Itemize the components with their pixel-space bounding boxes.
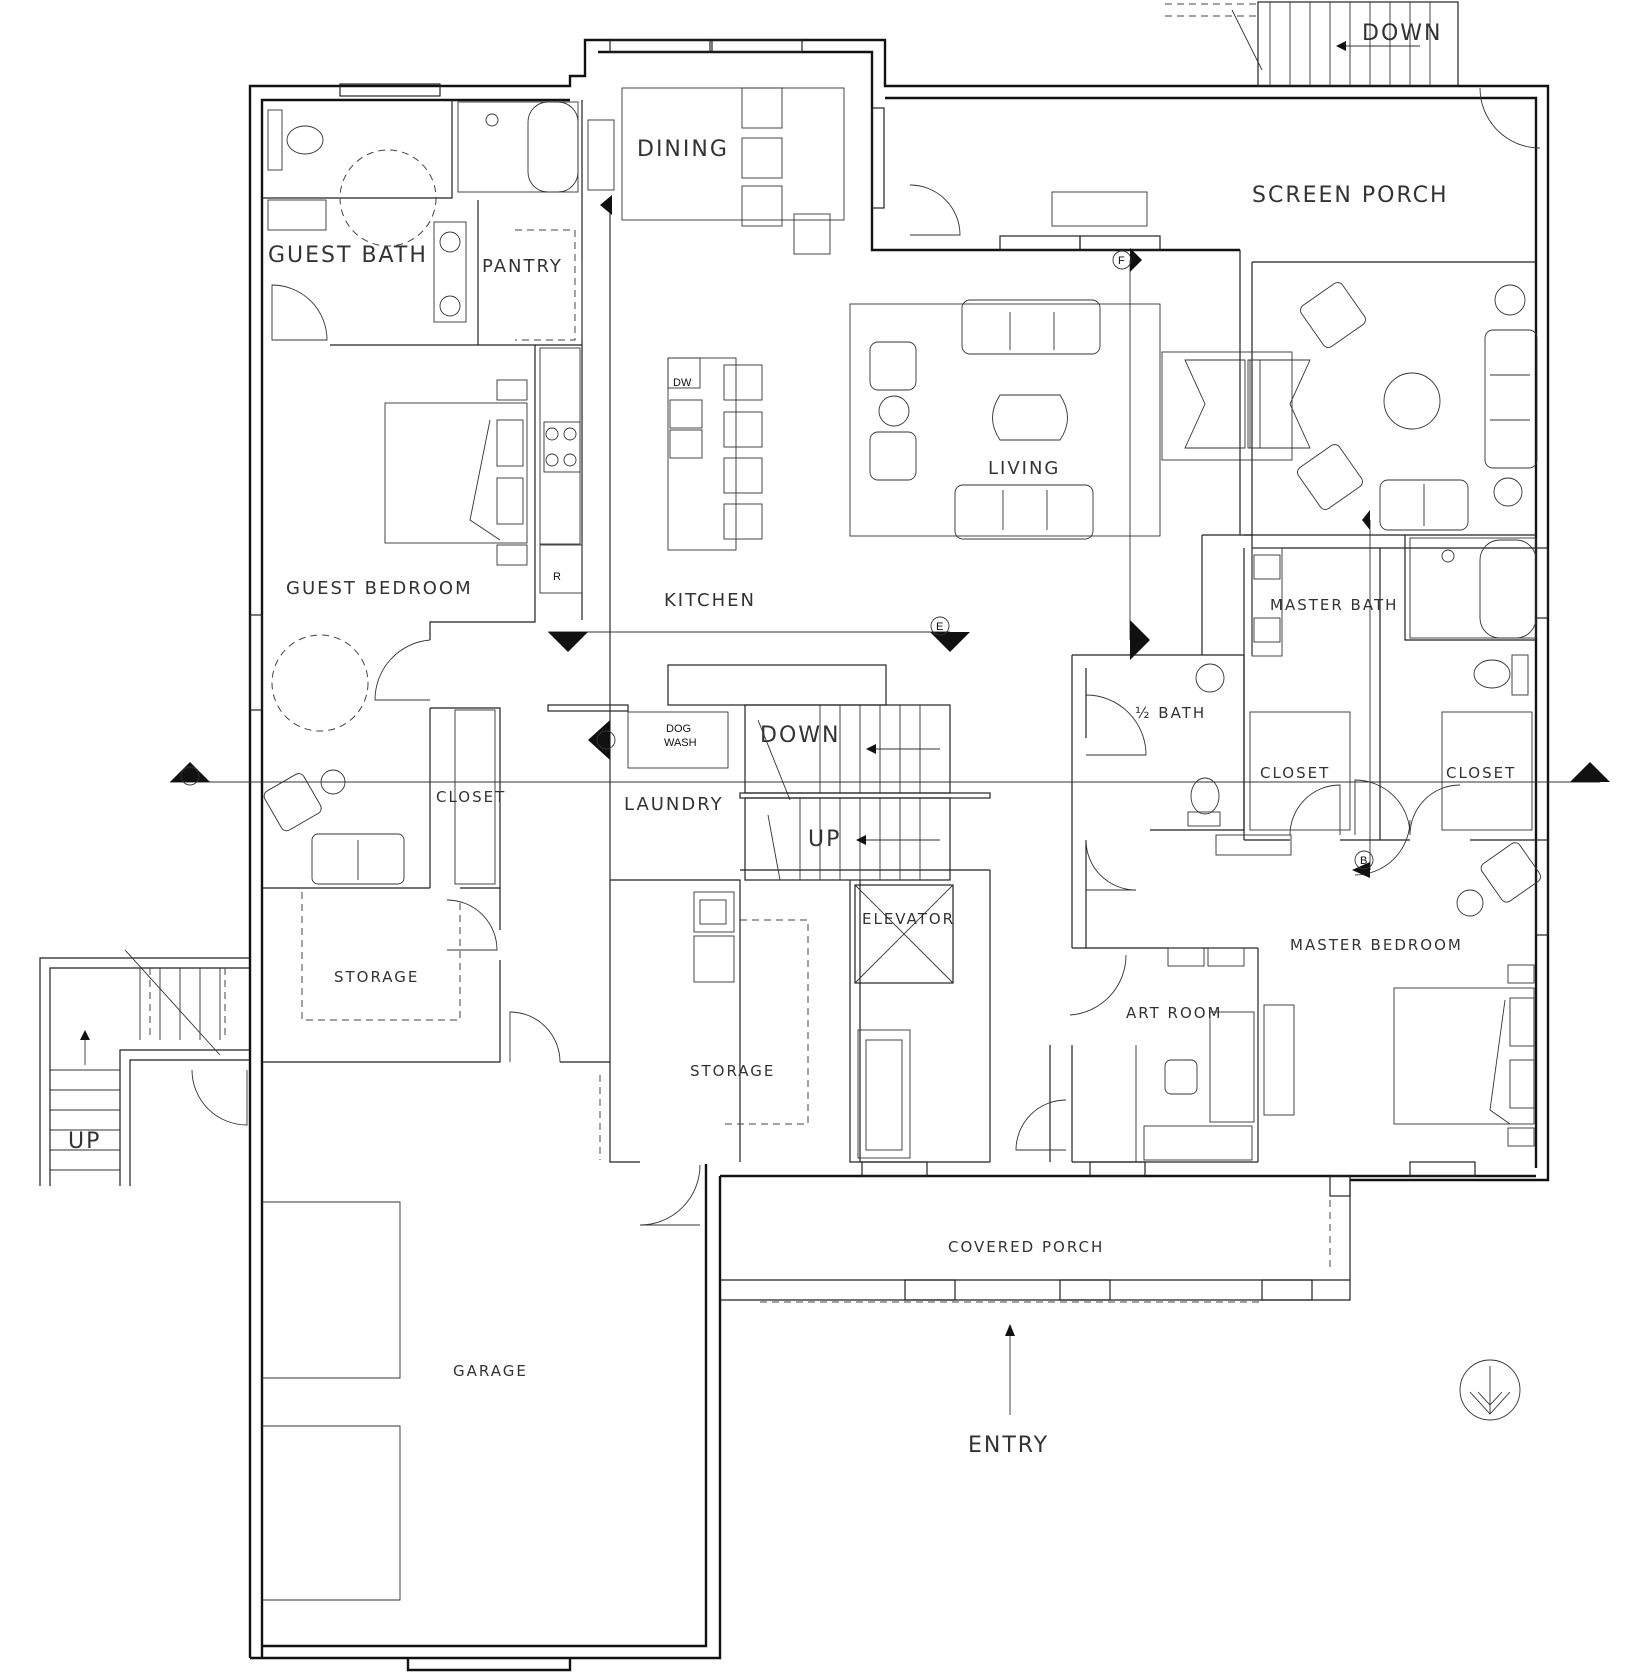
guest-bed xyxy=(384,402,528,544)
exterior-stairs-up-label: UP xyxy=(68,1129,101,1154)
section-marker-c: C xyxy=(602,735,610,747)
guest-bath-label: GUEST BATH xyxy=(268,243,428,268)
half-bath-label: ½ BATH xyxy=(1135,704,1206,722)
guest-bedroom-label: GUEST BEDROOM xyxy=(286,578,473,599)
fixtures xyxy=(262,87,1541,1601)
living-rug xyxy=(849,303,1161,537)
master-bed xyxy=(1393,987,1535,1125)
section-lines xyxy=(170,195,1610,878)
stairs-down-label: DOWN xyxy=(760,723,840,748)
storage-center-label: STORAGE xyxy=(690,1062,775,1080)
doors xyxy=(191,87,1541,1226)
living-label: LIVING xyxy=(988,458,1060,479)
stairs-up-label: UP xyxy=(808,827,841,852)
screen-porch-stairs xyxy=(1165,1,1459,87)
dog-wash-label-1: DOG xyxy=(666,723,691,735)
dining-label: DINING xyxy=(637,137,729,162)
pantry-label: PANTRY xyxy=(482,256,563,277)
section-marker-d: D xyxy=(186,771,194,783)
dog-wash xyxy=(627,711,729,769)
dishwasher-label: DW xyxy=(673,377,692,389)
refrigerator-label: R xyxy=(553,571,561,583)
screen-porch-label: SCREEN PORCH xyxy=(1252,183,1449,208)
master-bedroom-label: MASTER BEDROOM xyxy=(1290,936,1463,954)
garage-label: GARAGE xyxy=(453,1362,528,1380)
entry-label: ENTRY xyxy=(968,1433,1049,1458)
porch-stairs-down-label: DOWN xyxy=(1362,21,1442,46)
interior-walls xyxy=(262,100,1536,1163)
covered-porch-label: COVERED PORCH xyxy=(948,1238,1104,1256)
windows xyxy=(249,39,1549,1177)
exterior-stairs xyxy=(39,949,250,1186)
section-marker-a-icon xyxy=(1570,762,1610,782)
section-marker-e: E xyxy=(936,621,943,633)
elevator-label: ELEVATOR xyxy=(862,910,955,928)
main-stairs xyxy=(547,664,991,881)
dining-table xyxy=(621,87,845,221)
toilet-tank xyxy=(267,109,283,171)
elevator-car xyxy=(854,884,954,984)
closet-guest-label: CLOSET xyxy=(436,788,506,806)
room-labels: DINING SCREEN PORCH GUEST BATH PANTRY LI… xyxy=(68,21,1516,1458)
toilet-bowl xyxy=(286,125,324,155)
covered-porch-outline xyxy=(720,1175,1351,1303)
section-marker-b: B xyxy=(1360,855,1367,867)
storage-left-label: STORAGE xyxy=(334,968,419,986)
art-room-label: ART ROOM xyxy=(1126,1004,1223,1022)
master-bath-label: MASTER BATH xyxy=(1270,596,1398,614)
exterior-walls xyxy=(248,38,1550,1672)
closet-master-left-label: CLOSET xyxy=(1260,764,1330,782)
north-arrow-icon xyxy=(1459,1359,1521,1421)
section-marker-f: F xyxy=(1118,255,1125,267)
dog-wash-label-2: WASH xyxy=(664,737,697,749)
kitchen-island xyxy=(667,357,737,551)
kitchen-label: KITCHEN xyxy=(664,590,756,611)
laundry-label: LAUNDRY xyxy=(624,794,724,815)
closet-master-right-label: CLOSET xyxy=(1446,764,1516,782)
